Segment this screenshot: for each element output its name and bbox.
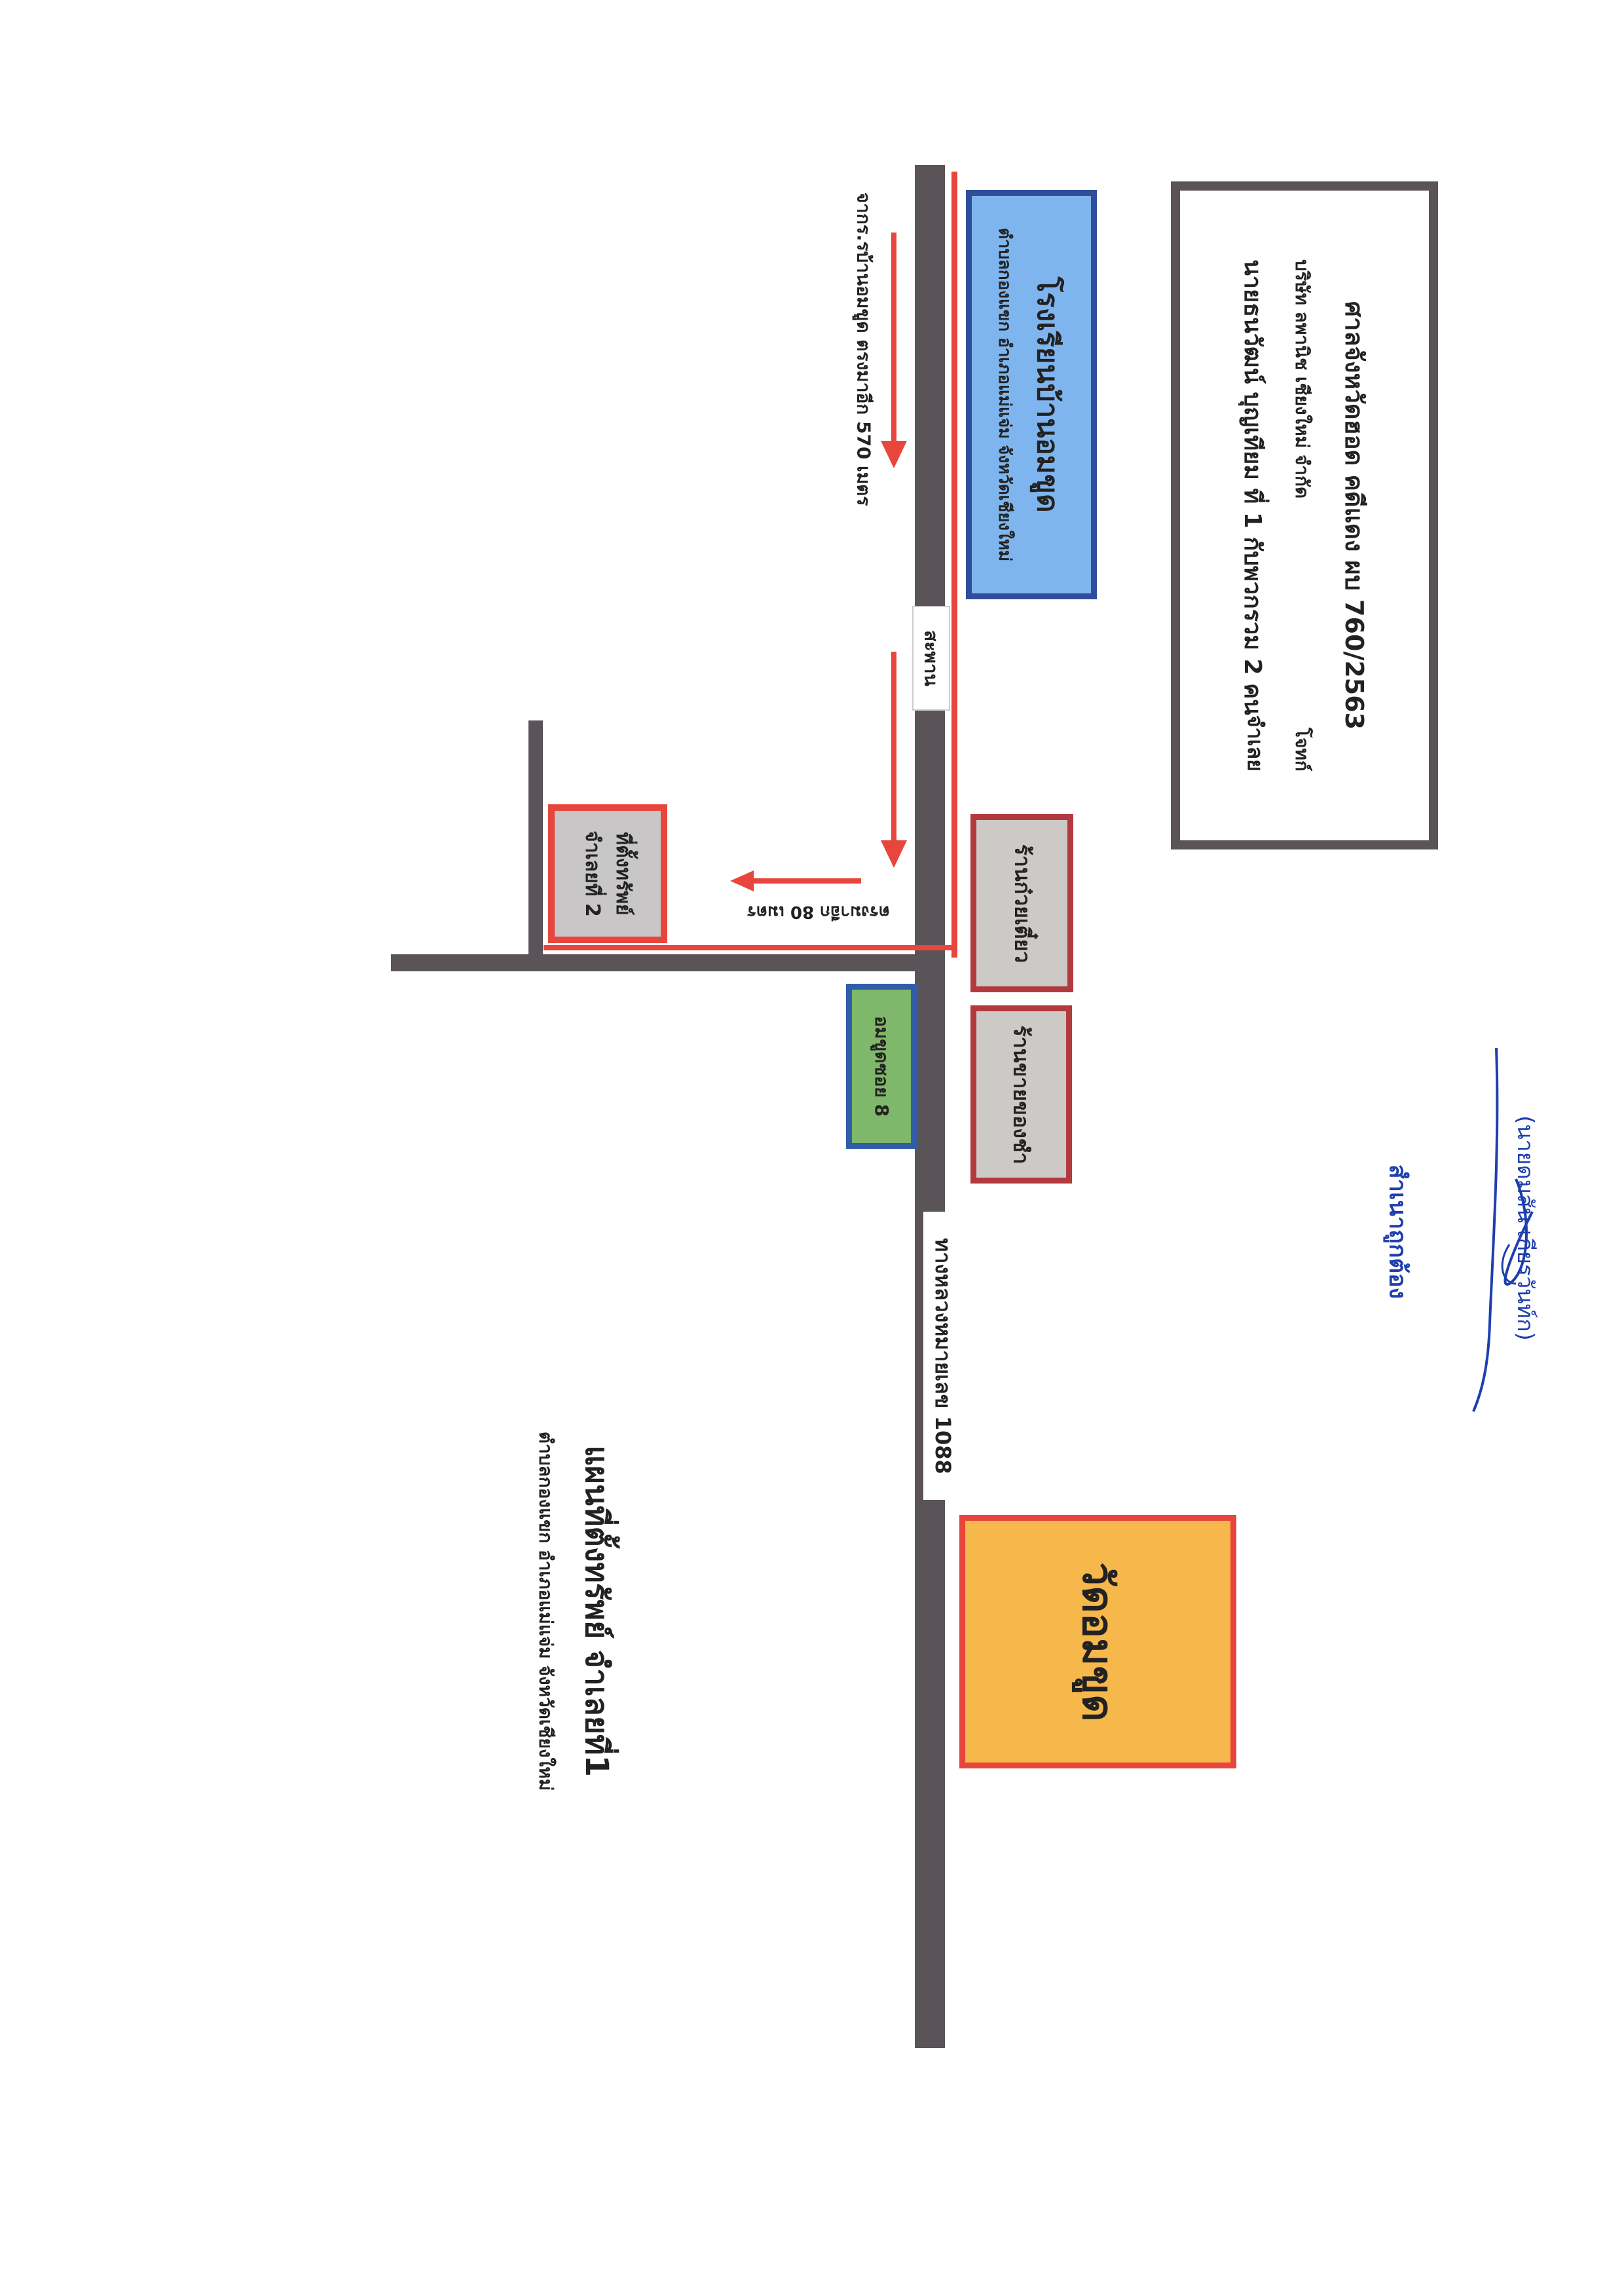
property-label-line2: จำเลยที่ 2 <box>580 830 604 917</box>
property-label-line1: ที่ตั้งทรัพย์ <box>611 832 635 916</box>
plaintiff-name: บริษัท ลพานิช เชียงใหม่ จำกัด <box>1291 259 1314 499</box>
court-case-title: ศาลจังหวัดฮอด คดีแดง ผบ 760/2563 <box>1340 301 1369 730</box>
side-road <box>391 954 944 971</box>
property-access-road <box>528 720 543 969</box>
plaintiff-label: โจทก์ <box>1291 727 1314 772</box>
school-name: โรงเรียนบ้านอมขูด <box>1031 276 1065 513</box>
noodle-shop-label: ร้านก๋วยเตี๋ยว <box>1010 844 1035 963</box>
school-address: ตำบลกองแขก อำเภอแม่แจ่ม จังหวัดเชียงใหม่ <box>995 227 1015 562</box>
route-arrow-2 <box>881 652 907 868</box>
map-title-line2: ตำบลกองแขก อำเภอแม่แจ่ม จังหวัดเชียงใหม่ <box>535 1431 557 1791</box>
route-arrow-3 <box>730 870 861 891</box>
defendant-name: นายธนวัฒน์ บุญเทียม ที่ 1 กับพวกรวม 2 คน <box>1239 259 1266 715</box>
route-line-main <box>951 172 957 958</box>
property-box: ที่ตั้งทรัพย์ จำเลยที่ 2 <box>548 804 667 943</box>
route-arrow-1 <box>881 233 907 468</box>
highway-label: ทางหลวงหมายเลข 1088 <box>923 1212 961 1500</box>
certify-text: สำเนาถูกต้อง <box>1384 1164 1411 1299</box>
route-line-side <box>544 945 957 950</box>
defendant-label: จำเลย <box>1243 715 1268 772</box>
signer-name: (นายดมสัน เกียรวันท์ก) <box>1512 1115 1538 1341</box>
soi-8-box: อมขูดซอย 8 <box>846 984 917 1149</box>
temple-box: วัดอมขูด <box>959 1515 1236 1768</box>
signature-flourish <box>1472 1048 1534 1412</box>
grocery-shop-label: ร้านขายของชำ <box>1009 1024 1034 1165</box>
noodle-shop-box: ร้านก๋วยเตี๋ยว <box>970 814 1073 992</box>
temple-label: วัดอมขูด <box>1073 1561 1122 1722</box>
court-info-box: ศาลจังหวัดฮอด คดีแดง ผบ 760/2563 บริษัท … <box>1171 181 1438 849</box>
bridge-label: สะพาน <box>912 606 950 711</box>
highway-road <box>915 165 945 2048</box>
map-title: แผนที่ตั้งทรัพย์ จำเลยที่1 ตำบลกองแขก อำ… <box>511 1343 642 1880</box>
school-box: โรงเรียนบ้านอมขูด ตำบลกองแขก อำเภอแม่แจ่… <box>966 190 1097 599</box>
route-note-80m: ตรงมาอีก 80 เมตร <box>747 901 890 922</box>
map-title-line1: แผนที่ตั้งทรัพย์ จำเลยที่1 <box>578 1445 615 1778</box>
grocery-shop-box: ร้านขายของชำ <box>970 1005 1072 1184</box>
route-note-570m: จากร.รบ้านอมขูด ตรงมาอีก 570 เมตร <box>853 192 875 506</box>
soi-8-label: อมขูดซอย 8 <box>871 1015 893 1117</box>
